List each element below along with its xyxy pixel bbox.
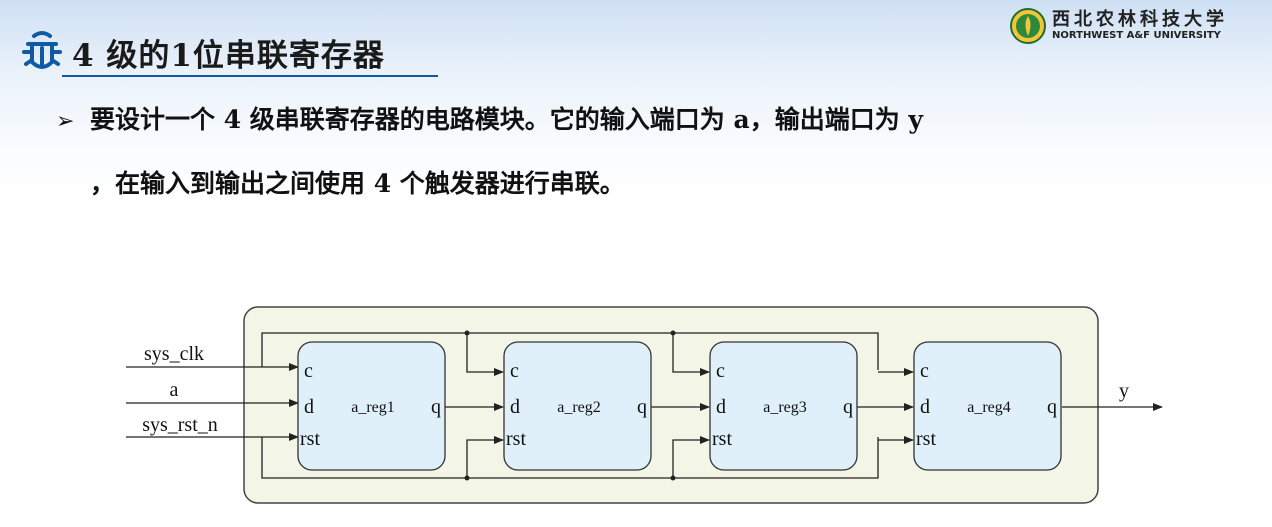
port-label-d: d xyxy=(304,396,314,418)
register-box xyxy=(503,341,652,471)
port-label-q: q xyxy=(843,396,853,418)
port-label-q: q xyxy=(431,396,441,418)
port-label-q: q xyxy=(1047,396,1057,418)
register-name-label: a_reg1 xyxy=(351,399,395,416)
port-label-d: d xyxy=(920,396,930,418)
bullet-item: ➢ 要设计一个 4 级串联寄存器的电路模块。它的输入端口为 a，输出端口为 y xyxy=(56,104,1256,138)
input-label-a: a xyxy=(170,379,179,401)
university-name-en: NORTHWEST A&F UNIVERSITY xyxy=(1052,30,1221,41)
input-label-sys-rst-n: sys_rst_n xyxy=(142,414,218,436)
input-label-sys-clk: sys_clk xyxy=(144,343,204,365)
register-block-a_reg1: cd rst q a_reg1 xyxy=(297,341,446,471)
port-label-d: d xyxy=(716,396,726,418)
bullet-text-line1: 要设计一个 4 级串联寄存器的电路模块。它的输入端口为 a，输出端口为 y xyxy=(90,105,923,134)
register-name-label: a_reg3 xyxy=(763,399,807,416)
title-underline xyxy=(62,75,438,77)
university-name-cn: 西北农林科技大学 xyxy=(1052,9,1228,30)
port-label-c: c xyxy=(920,360,929,382)
arrow-bullet-icon: ➢ xyxy=(56,109,75,134)
output-label-y: y xyxy=(1119,380,1129,402)
port-label-c: c xyxy=(510,360,519,382)
register-box xyxy=(709,341,858,471)
page-title-text: 4 级的1位串联寄存器 xyxy=(72,37,385,74)
register-box xyxy=(913,341,1062,471)
port-label-q: q xyxy=(637,396,647,418)
port-label-c: c xyxy=(716,360,725,382)
port-label-d: d xyxy=(510,396,520,418)
module-boundary xyxy=(243,306,1099,504)
register-block-a_reg2: cd rst q a_reg2 xyxy=(503,341,652,471)
bug-icon xyxy=(22,31,62,69)
register-block-a_reg4: cd rst q a_reg4 xyxy=(913,341,1062,471)
university-emblem-icon xyxy=(1010,8,1046,44)
register-name-label: a_reg4 xyxy=(967,399,1011,416)
port-label-rst: rst xyxy=(300,428,320,450)
page-title: 4 级的1位串联寄存器 xyxy=(18,26,385,78)
register-box xyxy=(297,341,446,471)
port-label-rst: rst xyxy=(712,428,732,450)
port-label-rst: rst xyxy=(506,428,526,450)
register-name-label: a_reg2 xyxy=(557,399,601,416)
register-block-a_reg3: cd rst q a_reg3 xyxy=(709,341,858,471)
port-label-rst: rst xyxy=(916,428,936,450)
bullet-text-line2: ，在输入到输出之间使用 4 个触发器进行串联。 xyxy=(90,169,625,198)
port-label-c: c xyxy=(304,360,313,382)
university-logo: 西北农林科技大学 NORTHWEST A&F UNIVERSITY xyxy=(1010,8,1228,44)
